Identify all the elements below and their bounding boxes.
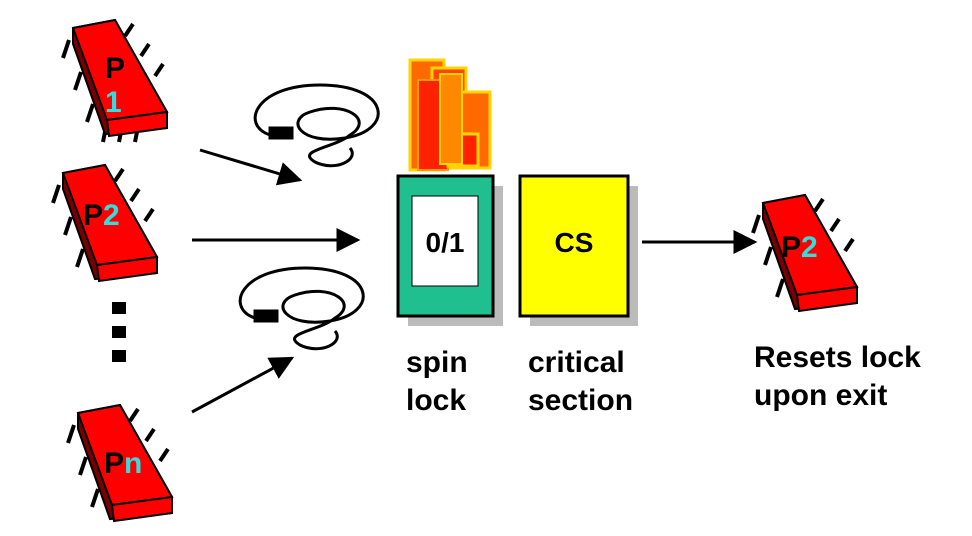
cs-outer: [518, 174, 630, 318]
chip-legs: [751, 197, 855, 298]
chip-letter: P: [104, 447, 124, 480]
chip-subscript: 2: [801, 231, 818, 264]
chip-side: [795, 285, 858, 313]
spin-lock-caption-line2: lock: [406, 384, 466, 417]
critical-section-box: CS: [518, 174, 638, 326]
chip-letter: P: [781, 231, 801, 264]
cs-label: CS: [555, 227, 594, 258]
chip-letter: P: [83, 199, 103, 232]
lock-value: 0/1: [426, 227, 465, 258]
output-caption-line2: upon exit: [754, 379, 887, 412]
chip-side: [105, 110, 168, 138]
output-caption-line1: Resets lock: [754, 341, 921, 374]
chip-legs: [66, 407, 170, 508]
output-processor-chip-p2: P 2: [751, 193, 859, 313]
processor-chip-p2: P 2: [51, 163, 159, 283]
spin-spiral-lower: [238, 266, 365, 351]
chip-side: [110, 495, 173, 523]
spin-lock-caption-line1: spin: [406, 346, 468, 379]
processor-chip-p1: P 1: [61, 18, 169, 143]
cs-caption-line1: critical: [528, 346, 625, 379]
processor-chip-pn: P n: [66, 403, 174, 523]
spin-spiral-upper: [253, 83, 380, 168]
arrow-pn-to-spin: [191, 356, 295, 414]
chip-subscript: 2: [103, 199, 120, 232]
flame-icon: [408, 58, 492, 172]
spin-lock-box: 0/1: [396, 174, 503, 326]
ellipsis-dots: [112, 302, 126, 362]
chip-subscript: 1: [105, 86, 122, 119]
cs-caption-line2: section: [528, 384, 633, 417]
chip-subscript: n: [124, 447, 142, 480]
chip-legs: [51, 167, 155, 268]
chip-side: [95, 255, 158, 283]
chip-letter: P: [105, 52, 125, 85]
lock-inner: [411, 195, 479, 287]
arrow-p1-to-spin: [199, 148, 303, 186]
